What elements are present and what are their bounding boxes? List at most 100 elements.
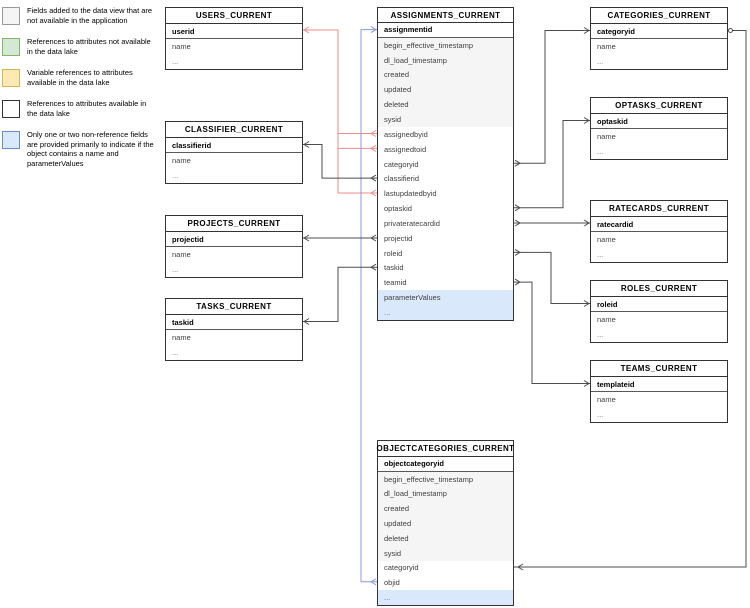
table-title-tasks: TASKS_CURRENT — [166, 299, 302, 315]
field-objectcategories-more: ... — [378, 590, 513, 605]
field-assignments-sysid: sysid — [378, 112, 513, 127]
connector-fk-assignedtoid-to-users — [338, 144, 377, 152]
legend-swatch-variable-refs-in-data-lake — [2, 69, 20, 87]
arrow-marker — [370, 26, 377, 34]
field-objectcategories-deleted: deleted — [378, 530, 513, 546]
connector-fk-teamid-to-teams — [514, 278, 590, 387]
arrow-marker — [514, 248, 521, 256]
connector-fk-assignedbyid-to-users — [338, 130, 377, 137]
field-categories-more: ... — [597, 57, 604, 66]
field-ratecards-name: name — [597, 235, 616, 244]
connector-fk-projectid-to-projects — [303, 234, 377, 242]
connector-fk-classifierid-to-classifier — [303, 141, 377, 182]
arrow-marker — [303, 26, 310, 34]
legend-label: References to attributes not available i… — [27, 37, 151, 56]
field-assignments-deleted: deleted — [378, 97, 513, 113]
arrow-marker — [370, 144, 377, 152]
table-title-teams: TEAMS_CURRENT — [591, 361, 727, 377]
field-objectcategories-updated: updated — [378, 516, 513, 531]
arrow-marker — [370, 130, 377, 137]
field-optasks-more: ... — [597, 147, 604, 156]
field-users-userid: userid — [166, 24, 302, 39]
field-objectcategories-dl_load_timestamp: dl_load_timestamp — [378, 486, 513, 502]
field-assignments-classifierid: classifierid — [384, 174, 420, 184]
field-assignments-categoryid: categoryid — [384, 159, 419, 169]
field-assignments-teamid: teamid — [384, 278, 407, 288]
field-assignments-optaskid: optaskid — [384, 204, 412, 214]
field-teams-templateid: templateid — [591, 377, 727, 392]
legend-swatch-non-reference-fields-note — [2, 131, 20, 149]
connector-fk-objid-to-assignmentid — [360, 26, 377, 586]
arrow-marker — [514, 159, 521, 167]
arrow-marker — [583, 300, 590, 307]
table-title-users: USERS_CURRENT — [166, 8, 302, 24]
field-assignments-projectid: projectid — [384, 233, 413, 243]
legend-label: Fields added to the data view that are n… — [27, 6, 153, 25]
table-title-assignments: ASSIGNMENTS_CURRENT — [378, 8, 513, 23]
arrow-marker — [583, 219, 590, 227]
legend-label: Variable references to attributes availa… — [27, 68, 133, 87]
table-title-projects: PROJECTS_CURRENT — [166, 216, 302, 232]
field-assignments-updated: updated — [378, 82, 513, 98]
field-ratecards-more: ... — [597, 250, 604, 259]
arrow-marker — [370, 263, 377, 271]
field-assignments-more: ... — [378, 305, 513, 320]
field-assignments-assignmentid: assignmentid — [378, 23, 513, 38]
arrow-marker — [370, 189, 377, 197]
arrow-marker — [514, 219, 521, 227]
arrow-marker — [514, 204, 521, 212]
connector-fk-roleid-to-roles — [514, 248, 590, 307]
field-users-more: ... — [172, 57, 179, 66]
field-tasks-name: name — [172, 333, 191, 342]
field-categories-name: name — [597, 42, 616, 51]
table-title-classifier: CLASSIFIER_CURRENT — [166, 122, 302, 138]
field-optasks-name: name — [597, 132, 616, 141]
legend-item-refs-in-data-lake: References to attributes available in th… — [2, 99, 162, 118]
field-assignments-assignedbyid: assignedbyid — [384, 129, 428, 139]
field-projects-name: name — [172, 250, 191, 259]
connector-fk-lastupdatedbyid-to-users — [303, 26, 377, 197]
field-roles-roleid: roleid — [591, 297, 727, 312]
field-classifier-more: ... — [172, 171, 179, 180]
field-objectcategories-objectcategoryid: objectcategoryid — [378, 457, 513, 472]
field-assignments-roleid: roleid — [384, 248, 403, 258]
legend-label: Only one or two non-reference fields are… — [27, 130, 154, 168]
arrow-marker — [303, 234, 310, 242]
arrow-marker — [303, 141, 310, 148]
table-title-objectcategories: OBJECTCATEGORIES_CURRENT — [377, 441, 514, 457]
field-objectcategories-created: created — [378, 501, 513, 517]
field-objectcategories-begin_effective_timestamp: begin_effective_timestamp — [378, 471, 513, 487]
connector-fk-privateratecardid-to-ratecards — [514, 219, 590, 227]
legend-swatch-refs-in-data-lake — [2, 100, 20, 118]
field-assignments-created: created — [378, 67, 513, 83]
connector-fk-optaskid-to-optasks — [514, 117, 590, 212]
field-classifier-classifierid: classifierid — [166, 138, 302, 153]
field-projects-more: ... — [172, 265, 179, 274]
field-roles-name: name — [597, 315, 616, 324]
field-tasks-more: ... — [172, 348, 179, 357]
legend: Fields added to the data view that are n… — [2, 6, 162, 180]
arrow-marker — [303, 318, 310, 325]
field-projects-projectid: projectid — [166, 232, 302, 247]
field-teams-more: ... — [597, 410, 604, 419]
arrow-marker — [583, 380, 590, 387]
table-title-roles: ROLES_CURRENT — [591, 281, 727, 297]
field-assignments-begin_effective_timestamp: begin_effective_timestamp — [378, 37, 513, 53]
field-optasks-optaskid: optaskid — [591, 114, 727, 129]
legend-swatch-data-view-only-fields — [2, 7, 20, 25]
table-title-optasks: OPTASKS_CURRENT — [591, 98, 727, 114]
circle-marker — [728, 28, 733, 33]
field-objectcategories-objid: objid — [384, 578, 400, 588]
